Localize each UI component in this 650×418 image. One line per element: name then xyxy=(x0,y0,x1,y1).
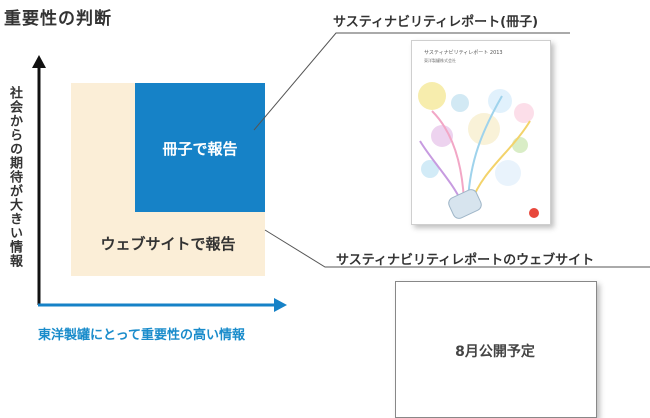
website-release-note: 8月公開予定 xyxy=(455,344,535,360)
booklet-region xyxy=(135,83,265,212)
booklet-cover-title: サスティナビリティレポート 2013 xyxy=(424,50,503,56)
booklet-cover-company: 東洋製罐株式会社 xyxy=(424,58,456,63)
booklet-cover-art-icon xyxy=(418,82,539,219)
booklet-label: サスティナビリティレポート(冊子) xyxy=(333,15,539,30)
x-axis-label: 東洋製罐にとって重要性の高い情報 xyxy=(38,328,245,343)
y-axis-arrow-icon xyxy=(32,55,46,68)
booklet-cover-image: サスティナビリティレポート 2013 東洋製罐株式会社 xyxy=(411,40,551,225)
website-label: サスティナビリティレポートのウェブサイト xyxy=(336,253,595,268)
page-title: 重要性の判断 xyxy=(4,9,112,29)
booklet-connector-line xyxy=(253,32,570,131)
x-axis-arrow-icon xyxy=(274,298,287,312)
booklet-region-label: 冊子で報告 xyxy=(162,140,238,158)
website-region-label: ウェブサイトで報告 xyxy=(100,235,236,253)
website-connector-line xyxy=(264,229,650,268)
website-placeholder-box xyxy=(395,281,597,418)
y-axis-label: 社会からの期待が大きい情報 xyxy=(7,86,22,268)
